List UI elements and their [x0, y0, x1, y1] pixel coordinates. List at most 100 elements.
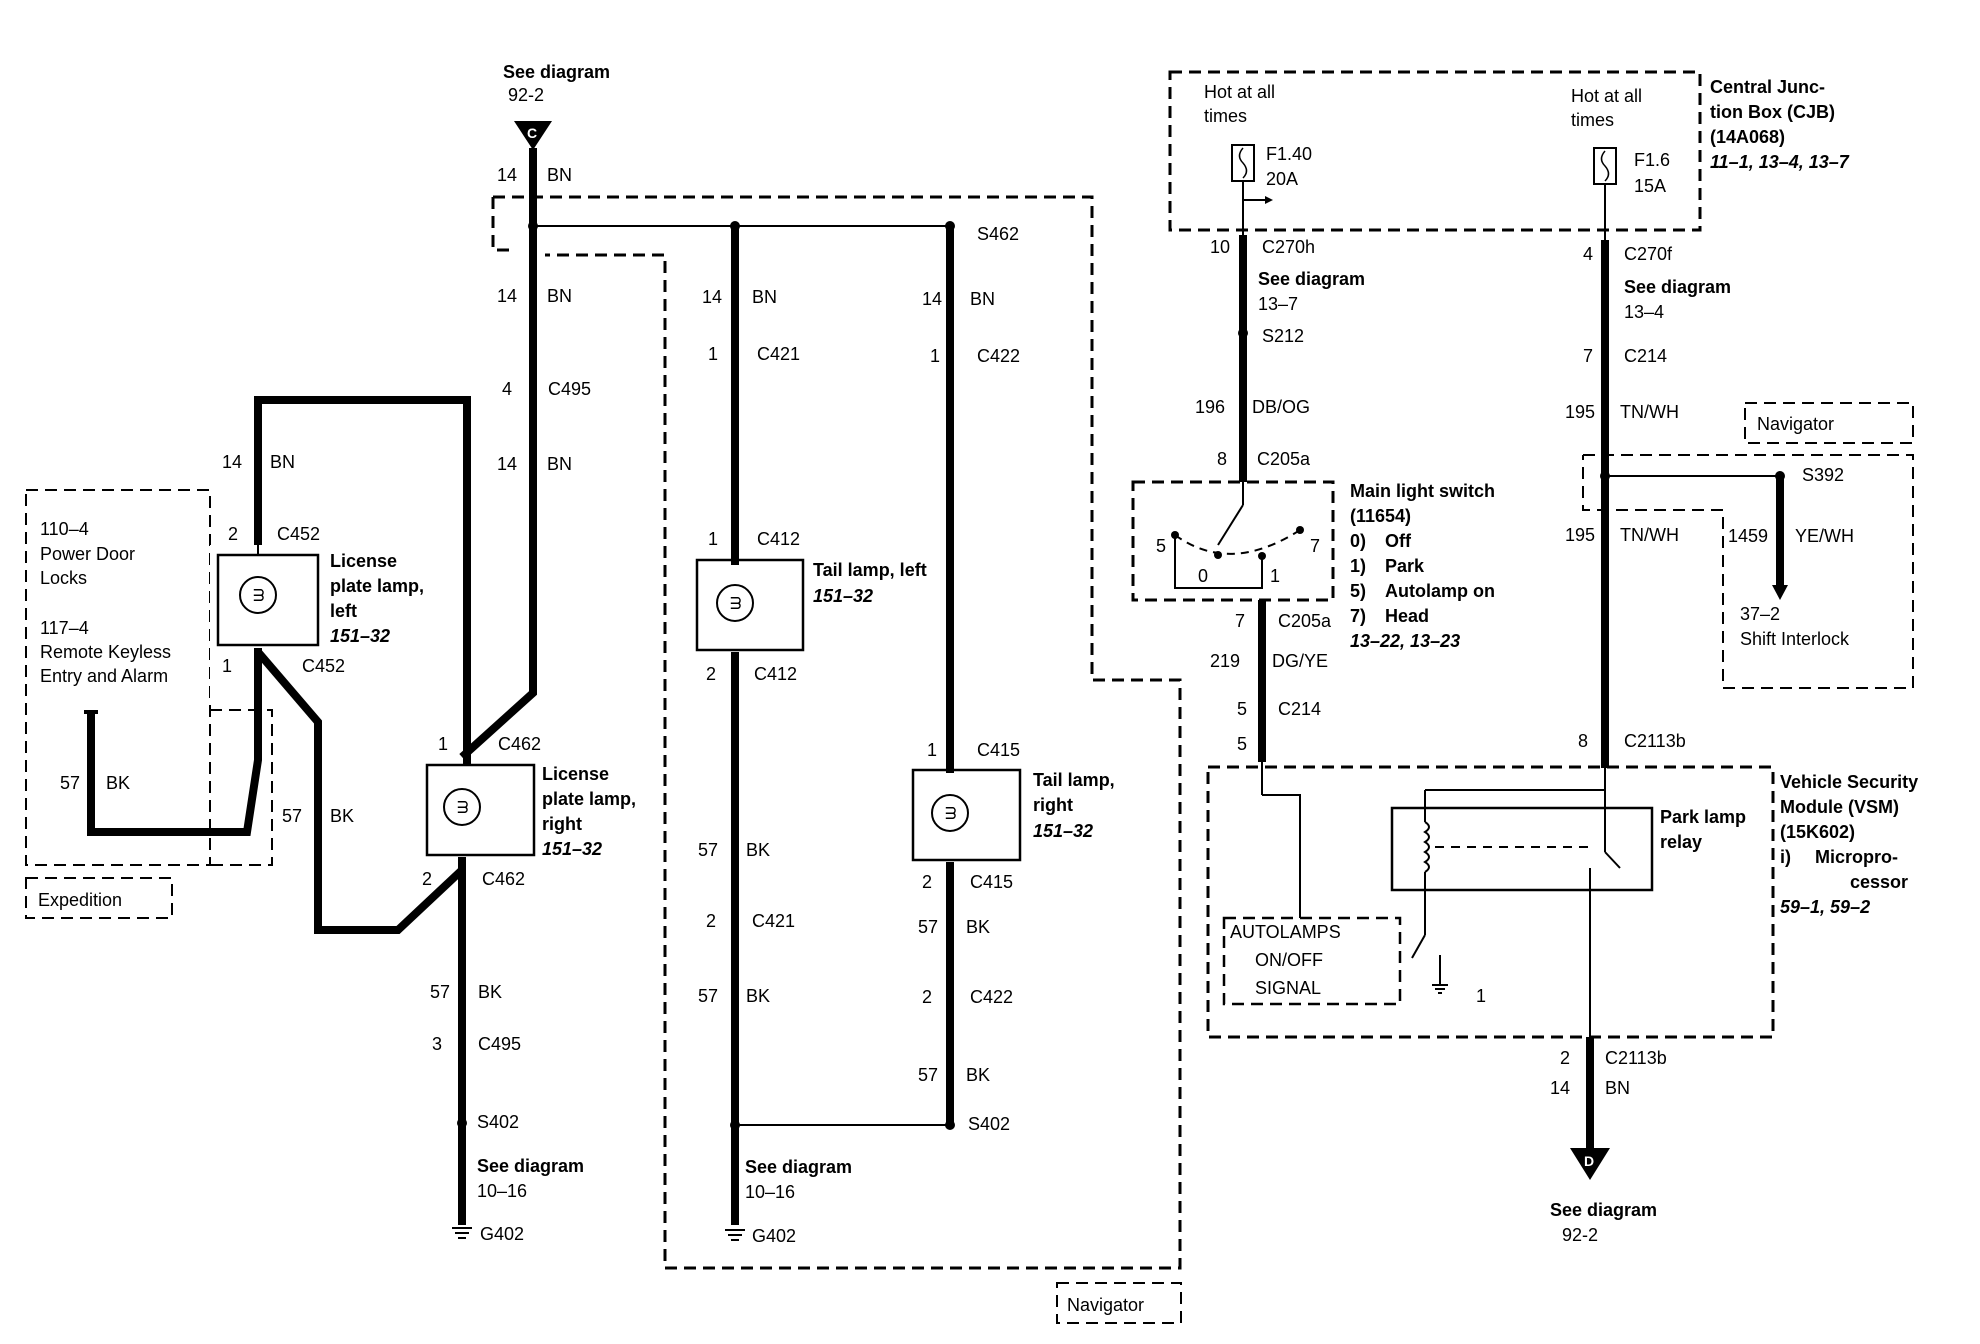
fuse-f140-element — [1238, 147, 1248, 179]
tail-lamp-left-bulb — [716, 584, 754, 622]
c415b-pin: 2 — [922, 872, 932, 892]
switch-p0: 0 — [1198, 566, 1208, 586]
switch-pos-3-label: Head — [1385, 606, 1429, 626]
c205a2-pin: 7 — [1235, 611, 1245, 631]
exp-ref2-line2: Entry and Alarm — [40, 666, 168, 686]
lp-left-line2: plate lamp, — [330, 576, 424, 596]
c270h: C270h — [1262, 237, 1315, 257]
bulb-glyph-2: ᗱ — [457, 800, 469, 817]
tl-top-gauge: 14 — [702, 287, 722, 307]
seediag1-page: 13–7 — [1258, 294, 1298, 314]
arrow-down-icon — [1772, 585, 1788, 600]
c412b-pin: 2 — [706, 664, 716, 684]
vsm-title-2: Module (VSM) — [1780, 797, 1899, 817]
g402-mid: G402 — [752, 1226, 796, 1246]
c495-label: C495 — [548, 379, 591, 399]
mid-seediag-page: 10–16 — [745, 1182, 795, 1202]
tr-top-gauge: 14 — [922, 289, 942, 309]
vsm-item-num: i) — [1780, 847, 1791, 867]
navigator-tag: Navigator — [1067, 1295, 1144, 1315]
relay-contact-arm — [1604, 851, 1621, 869]
expedition-tag-box — [25, 877, 173, 919]
c2113b-pin: 8 — [1578, 731, 1588, 751]
c205a2: C205a — [1278, 611, 1332, 631]
c452-bot: C452 — [302, 656, 345, 676]
lp-left-line1: License — [330, 551, 397, 571]
license-lamp-left-box — [216, 553, 320, 647]
rp-gnd-gauge: 57 — [430, 982, 450, 1002]
navigator2-region — [1582, 454, 1914, 689]
fuse2: F1.6 — [1634, 150, 1670, 170]
c2113b: C2113b — [1624, 731, 1686, 751]
fuse1: F1.40 — [1266, 144, 1312, 164]
c495b-label: C495 — [478, 1034, 521, 1054]
autolamps-3: SIGNAL — [1255, 978, 1321, 998]
connector-c-triangle — [514, 121, 552, 150]
c214: C214 — [1278, 699, 1321, 719]
exp-ref1: 110–4 — [40, 519, 89, 539]
left-gnd-color: BK — [106, 773, 130, 793]
tail-lamp-right-bulb — [931, 794, 969, 832]
left-seediag: See diagram — [477, 1156, 584, 1176]
connector-c-letter: C — [527, 125, 537, 141]
wire-color-bnc: BN — [547, 454, 572, 474]
wire-to-autolamps — [1262, 794, 1301, 918]
navigator-region — [493, 195, 1182, 1270]
autolamps-1: AUTOLAMPS — [1230, 922, 1341, 942]
cjb-title-1: Central Junc- — [1710, 77, 1825, 97]
fuse2-amp: 15A — [1634, 176, 1666, 196]
vsm-item-2: cessor — [1850, 872, 1908, 892]
tail-right-ref: 151–32 — [1033, 821, 1093, 841]
c412-label: C412 — [757, 529, 800, 549]
expedition-tag: Expedition — [38, 890, 122, 910]
exp-ref1-line1: Power Door — [40, 544, 135, 564]
connector-d-triangle — [1570, 1148, 1610, 1180]
g402-left: G402 — [480, 1224, 524, 1244]
c2113b2: C2113b — [1605, 1048, 1667, 1068]
lp-right-line3: right — [542, 814, 582, 834]
hot1-line1: Hot at all — [1204, 82, 1275, 102]
c412-pin: 1 — [708, 529, 718, 549]
autolamp-ground-icon — [1432, 984, 1448, 994]
connector-c-ref: See diagram 92-2 C — [503, 62, 610, 150]
autolamps-box — [1222, 916, 1402, 1006]
w196-color: DB/OG — [1252, 397, 1310, 417]
bulb-glyph-3: ᗱ — [730, 596, 742, 613]
lp-left-ref: 151–32 — [330, 626, 390, 646]
switch-p1: 1 — [1270, 566, 1280, 586]
bulb-glyph-4: ᗱ — [945, 806, 957, 823]
tl-gnd-gauge: 57 — [698, 840, 718, 860]
c452-top: C452 — [277, 524, 320, 544]
wire-diag-bk — [254, 649, 465, 934]
tr-gnd-color: BK — [966, 917, 990, 937]
ref-see-diagram-bottom: See diagram — [1550, 1200, 1657, 1220]
switch-pos-0-label: Off — [1385, 531, 1412, 551]
s392: S392 — [1802, 465, 1844, 485]
s402-mid: S402 — [968, 1114, 1010, 1134]
vsm-item-1: Micropro- — [1815, 847, 1898, 867]
navigator-region-left — [491, 197, 510, 252]
wire-color-bna: BN — [547, 165, 572, 185]
exp-ref2-line1: Remote Keyless — [40, 642, 171, 662]
c462-top-pin: 1 — [438, 734, 448, 754]
exp-ref1-line2: Locks — [40, 568, 87, 588]
splice-s212 — [1238, 328, 1248, 338]
loop-color: BN — [270, 452, 295, 472]
cjb-title-3: (14A068) — [1710, 127, 1785, 147]
lp-right-line1: License — [542, 764, 609, 784]
left-gnd-gauge: 57 — [60, 773, 80, 793]
fuse-f16-element — [1600, 150, 1610, 182]
tail-right-line1: Tail lamp, — [1033, 770, 1115, 790]
wire-gauge-14b: 14 — [497, 286, 517, 306]
seediag2-page: 13–4 — [1624, 302, 1664, 322]
ground-g402-left-icon — [452, 1227, 472, 1239]
tail-left-label: Tail lamp, left — [813, 560, 927, 580]
c205a-pin: 8 — [1217, 449, 1227, 469]
c214-pin: 5 — [1237, 699, 1247, 719]
wire-gauge-14c: 14 — [497, 454, 517, 474]
c422b-pin: 2 — [922, 987, 932, 1007]
w195-color: TN/WH — [1620, 402, 1679, 422]
relay-coil-icon — [1423, 821, 1430, 873]
tail-right-line2: right — [1033, 795, 1073, 815]
switch-pos-2-num: 5) — [1350, 581, 1366, 601]
